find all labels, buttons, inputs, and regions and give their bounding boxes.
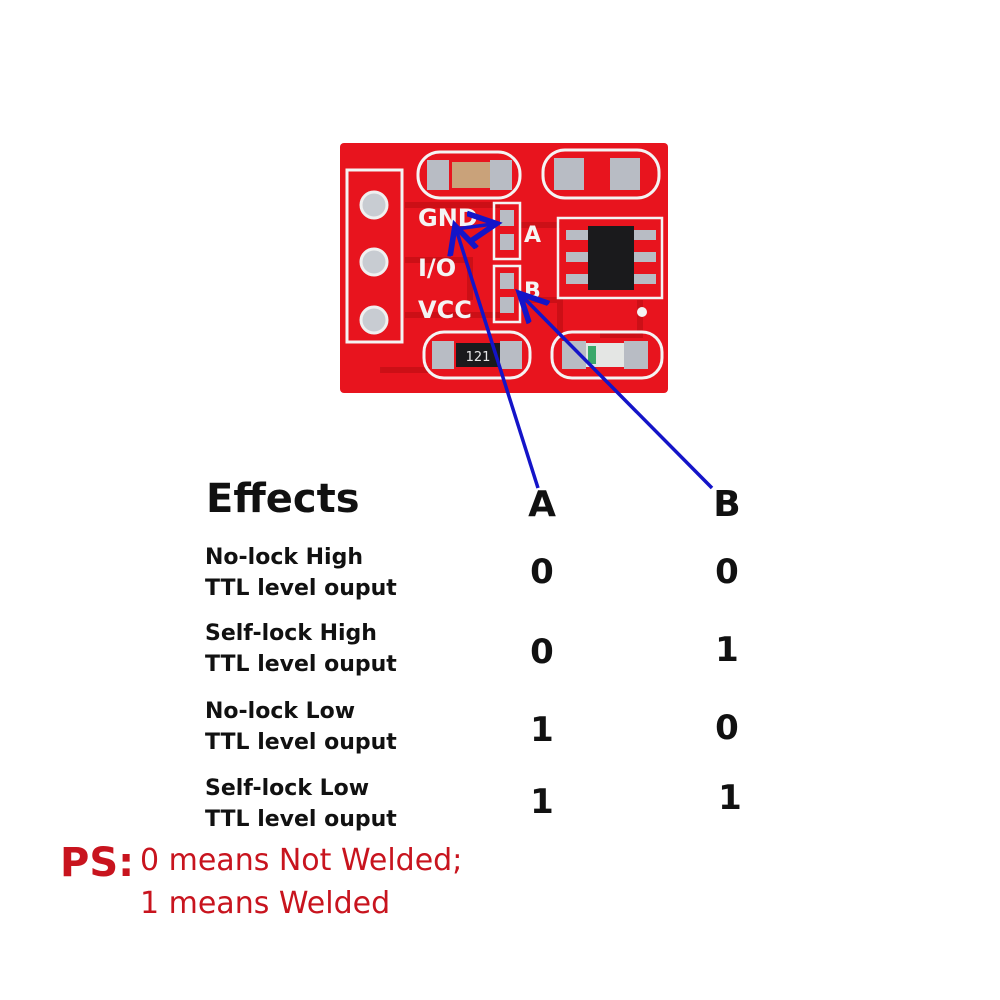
capacitor-pad-left xyxy=(427,160,449,190)
led-pad-right xyxy=(624,341,648,369)
row-4-value-a: 1 xyxy=(530,782,554,822)
row-4-label-line2: TTL level ouput xyxy=(205,807,397,832)
silk-pad-a-label: A xyxy=(524,223,541,248)
ps-note-label: PS: xyxy=(60,840,135,886)
row-3-label-line2: TTL level ouput xyxy=(205,730,397,755)
led-marker xyxy=(588,346,596,364)
row-4-value-b: 1 xyxy=(718,778,742,818)
header-pin-strip xyxy=(345,168,404,344)
ps-note-line2: 1 means Welded xyxy=(140,886,391,921)
sensor-pads-outline xyxy=(541,148,661,200)
row-4-label-line1: Self-lock Low xyxy=(205,776,370,801)
resistor-pad-right xyxy=(500,341,522,369)
row-3-label-line1: No-lock Low xyxy=(205,699,356,724)
resistor-code-label: 121 xyxy=(466,350,491,365)
row-1-value-b: 0 xyxy=(715,552,739,592)
row-2-label: Self-lock High TTL level ouput xyxy=(205,618,397,680)
ic-pin1-dot xyxy=(637,307,647,317)
header-pin-vcc xyxy=(359,305,389,335)
column-a-header: A xyxy=(528,484,556,525)
row-2-label-line2: TTL level ouput xyxy=(205,652,397,677)
silk-vcc-label: VCC xyxy=(418,296,472,324)
resistor-pad-left xyxy=(432,341,454,369)
ic-outline xyxy=(556,216,664,300)
silk-io-label: I/O xyxy=(418,254,456,282)
arrow-a-to-jumper-a-top xyxy=(455,224,493,229)
capacitor-body xyxy=(452,162,490,188)
resistor-outline xyxy=(422,330,532,380)
jumper-b-pad-bottom xyxy=(500,297,514,313)
column-b-header: B xyxy=(713,484,741,525)
row-1-label: No-lock High TTL level ouput xyxy=(205,542,397,604)
sensor-pad-right xyxy=(610,158,640,190)
arrow-b-to-jumper-b xyxy=(522,296,714,490)
row-2-value-a: 0 xyxy=(530,632,554,672)
effects-heading: Effects xyxy=(206,476,360,522)
row-1-value-a: 0 xyxy=(530,552,554,592)
ps-note-line1: 0 means Not Welded; xyxy=(140,843,463,878)
ic-pins xyxy=(566,230,656,284)
header-pin-gnd xyxy=(359,190,389,220)
ic-chip xyxy=(588,226,634,290)
arrow-a-to-jumper-a xyxy=(456,229,540,489)
row-3-label: No-lock Low TTL level ouput xyxy=(205,696,397,758)
row-4-label: Self-lock Low TTL level ouput xyxy=(205,773,397,835)
row-1-label-line2: TTL level ouput xyxy=(205,576,397,601)
capacitor-outline xyxy=(416,150,522,200)
jumper-b-pad-top xyxy=(500,273,514,289)
row-3-value-b: 0 xyxy=(715,708,739,748)
row-1-label-line1: No-lock High xyxy=(205,545,364,570)
row-2-label-line1: Self-lock High xyxy=(205,621,377,646)
led-outline xyxy=(550,330,664,380)
row-3-value-a: 1 xyxy=(530,710,554,750)
capacitor-pad-right xyxy=(490,160,512,190)
row-2-value-b: 1 xyxy=(715,630,739,670)
jumper-a-pad-bottom xyxy=(500,234,514,250)
header-pin-io xyxy=(359,247,389,277)
jumper-a-pad-top xyxy=(500,210,514,226)
sensor-pad-left xyxy=(554,158,584,190)
